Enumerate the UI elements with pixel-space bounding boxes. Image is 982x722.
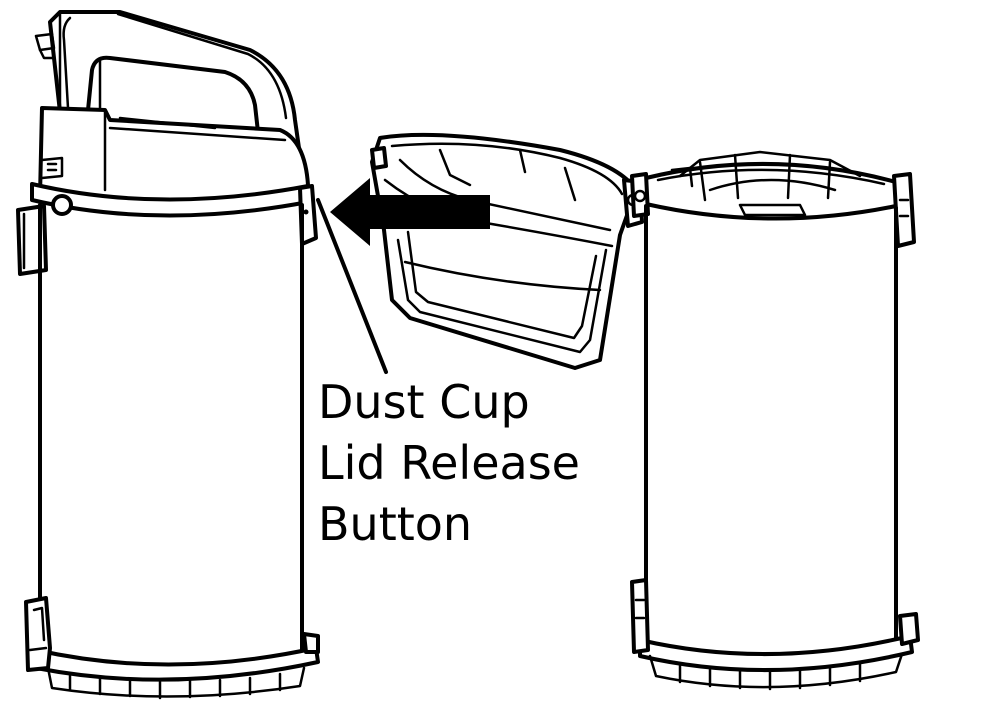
dust-cup-body [630,150,920,691]
callout-line-2: Lid Release [318,436,580,490]
dust-cup-lid-open [370,132,644,370]
callout-label: Dust Cup Lid Release Button [318,375,580,551]
callout-line-3: Button [318,497,472,551]
callout-line-1: Dust Cup [318,375,530,429]
assembled-dust-cup [16,10,320,700]
callout-leader-line [316,198,388,374]
direction-arrow-icon [330,178,490,246]
